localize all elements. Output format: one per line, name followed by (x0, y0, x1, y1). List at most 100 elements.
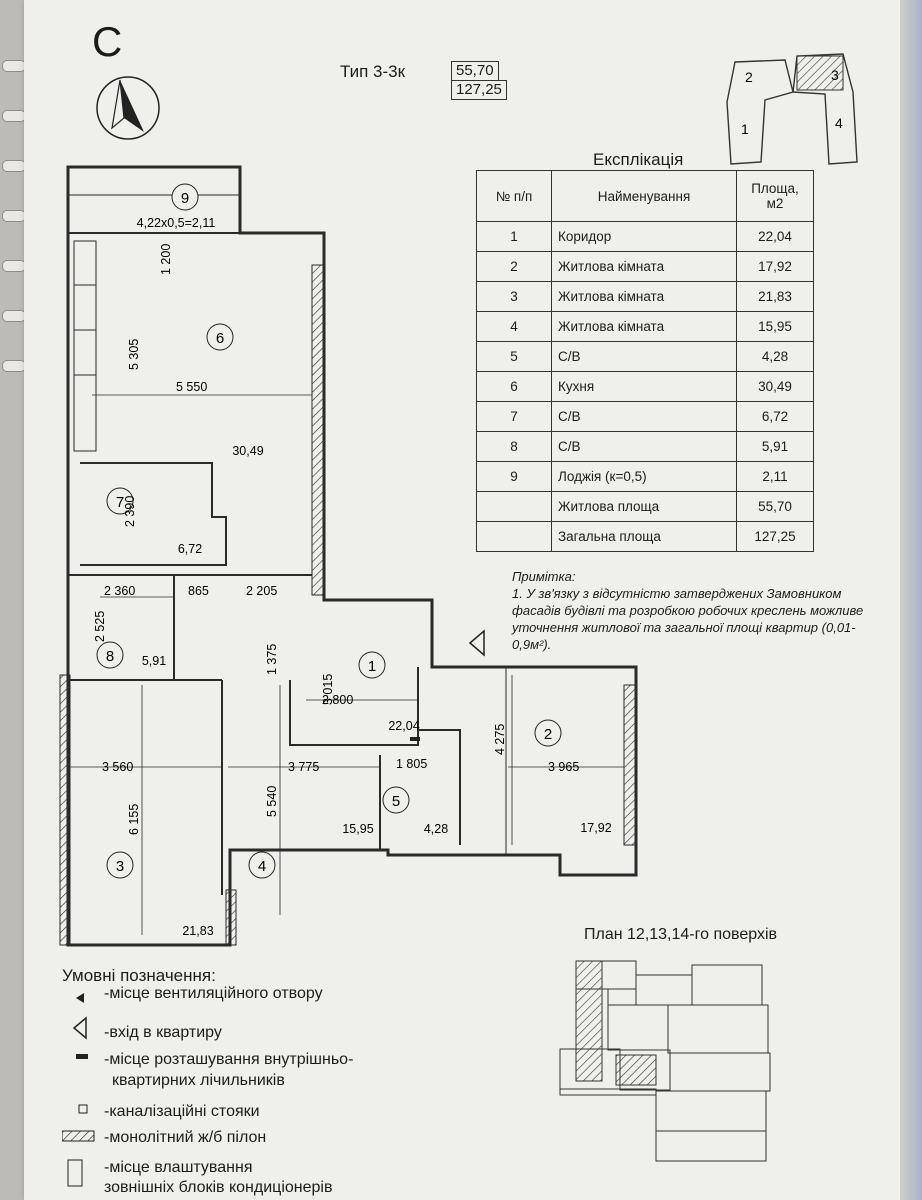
legend-item: -вхід в квартиру (104, 1024, 222, 1041)
key-plan-label: 3 (831, 67, 839, 83)
table-cell: 7 (476, 401, 552, 432)
apartment-type: Тип 3-3к (340, 62, 406, 81)
table-cell: 9 (476, 461, 552, 492)
column-header: Найменування (551, 170, 737, 222)
binder-ring (2, 310, 26, 322)
legend-symbols (62, 993, 95, 1187)
room-area: 21,83 (182, 924, 213, 938)
total-area-box: 127,25 (451, 80, 507, 100)
room-area: 4,22x0,5=2,11 (137, 216, 216, 230)
table-cell: С/В (551, 401, 737, 432)
room-number: 1 (368, 658, 376, 675)
dimension-label: 3 965 (548, 760, 579, 774)
note-title: Примітка: (512, 569, 576, 584)
table-cell: 55,70 (736, 491, 814, 522)
legend-item: -монолітний ж/б пілон (104, 1129, 267, 1146)
binder-ring (2, 60, 26, 72)
dimension-label: 2 800 (322, 693, 353, 707)
room-number: 9 (181, 190, 189, 207)
meter-marker-icon (76, 1054, 88, 1059)
room-area: 17,92 (580, 821, 611, 835)
table-cell: 30,49 (736, 371, 814, 402)
dimension-label: 4 275 (493, 724, 507, 755)
dimension-label: 2 525 (93, 611, 107, 642)
dimension-label: 2 390 (123, 496, 137, 527)
note: Примітка: 1. У зв'язку з відсутністю зат… (512, 568, 872, 653)
entrance-icon (468, 629, 485, 657)
table-cell: Лоджія (к=0,5) (551, 461, 737, 492)
dimension-label: 1 200 (159, 244, 173, 275)
note-text: 1. У зв'язку з відсутністю затверджених … (512, 586, 864, 652)
binder-ring (2, 260, 26, 272)
table-cell: 6 (476, 371, 552, 402)
apartment-floor-plan: 1 2 3 4 5 6 7 8 9 22,04 17,92 21,83 15,9… (59, 165, 638, 947)
floor-overview-plan (559, 960, 771, 1162)
table-cell: 5,91 (736, 431, 814, 462)
table-cell: Житлова кімната (551, 251, 737, 282)
legend-item: -місце розташування внутрішньо- (104, 1051, 354, 1068)
table-cell: 15,95 (736, 311, 814, 342)
room-number: 5 (392, 793, 400, 810)
room-number: 2 (544, 726, 552, 743)
table-cell: Коридор (551, 221, 737, 252)
room-number: 3 (116, 858, 124, 875)
table-cell: 127,25 (736, 521, 814, 552)
living-area-box: 55,70 (451, 61, 499, 81)
binder-ring (2, 360, 26, 372)
floor-plan-title: План 12,13,14-го поверхів (584, 926, 778, 943)
table-cell: Кухня (551, 371, 737, 402)
table-cell: Житлова кімната (551, 281, 737, 312)
room-number: 4 (258, 858, 266, 875)
room-area: 22,04 (388, 719, 419, 733)
room-number: 7 (116, 494, 124, 511)
dimension-label: 1 805 (396, 757, 427, 771)
dimension-label: 6 155 (127, 804, 141, 835)
room-number: 8 (106, 648, 114, 665)
pylon-icon (62, 1130, 95, 1142)
key-plan-label: 2 (745, 69, 753, 85)
dimension-label: 5 540 (265, 786, 279, 817)
binder-strip (0, 0, 26, 1200)
binder-ring (2, 210, 26, 222)
table-cell: Житлова кімната (551, 311, 737, 342)
legend-item: -каналізаційні стояки (104, 1103, 260, 1120)
table-cell: Загальна площа (551, 521, 737, 552)
dimension-label: 3 015 (321, 674, 335, 705)
vent-opening-icon (76, 993, 84, 1003)
room-area: 15,95 (342, 822, 373, 836)
key-plan: 2 1 3 4 (726, 53, 858, 165)
entrance-icon (72, 1016, 87, 1040)
meter-marker-icon (410, 737, 420, 741)
room-area: 6,72 (178, 542, 202, 556)
page-edge (900, 0, 922, 1200)
legend-title: Умовні позначення: (62, 966, 216, 985)
table-cell: Житлова площа (551, 491, 737, 522)
dimension-label: 2 205 (246, 584, 277, 598)
table-cell: 6,72 (736, 401, 814, 432)
table-cell: 2,11 (736, 461, 814, 492)
sewer-riser-icon (78, 1104, 88, 1114)
dimension-label: 3 560 (102, 760, 133, 774)
binder-ring (2, 110, 26, 122)
legend-item: -місце влаштування (104, 1159, 253, 1176)
dimension-label: 1 375 (265, 644, 279, 675)
north-arrow-icon (96, 76, 160, 140)
table-cell: 4 (476, 311, 552, 342)
table-cell: 22,04 (736, 221, 814, 252)
legend-item: -місце вентиляційного отвору (104, 985, 323, 1002)
room-area: 30,49 (232, 444, 263, 458)
table-cell: 21,83 (736, 281, 814, 312)
dimension-label: 5 305 (127, 339, 141, 370)
ac-unit-area-icon (67, 1159, 83, 1187)
section-letter: C (92, 18, 123, 65)
dimension-label: 5 550 (176, 380, 207, 394)
